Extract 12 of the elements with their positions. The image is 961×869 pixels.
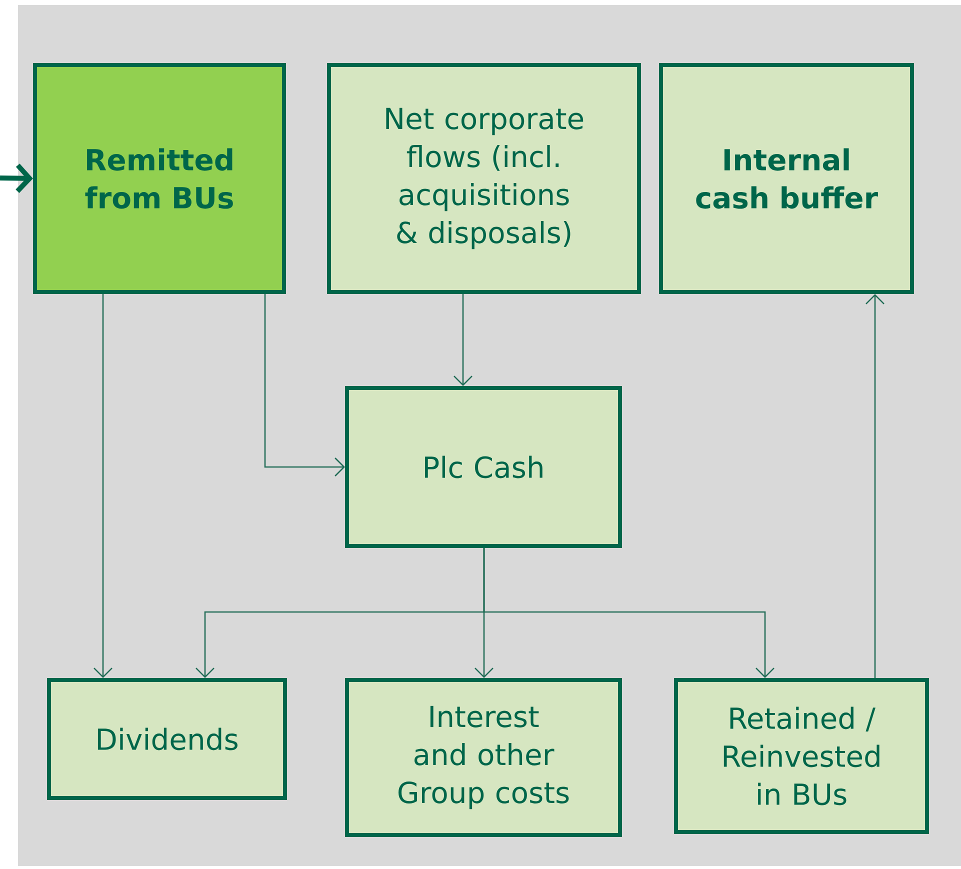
process-box: Dividends <box>47 678 287 800</box>
arrow <box>483 548 774 678</box>
arrow <box>264 294 345 476</box>
arrow <box>94 294 112 678</box>
arrow <box>454 294 472 386</box>
process-box: Interest and other Group costs <box>345 678 622 837</box>
process-box: Plc Cash <box>345 386 622 548</box>
process-box: Retained / Reinvested in BUs <box>674 678 929 834</box>
process-box: Internal cash buffer <box>659 63 914 294</box>
arrow <box>866 294 884 678</box>
process-box: Remitted from BUs <box>33 63 286 294</box>
process-box: Net corporate flows (incl. acquisitions & disposals) <box>327 63 641 294</box>
